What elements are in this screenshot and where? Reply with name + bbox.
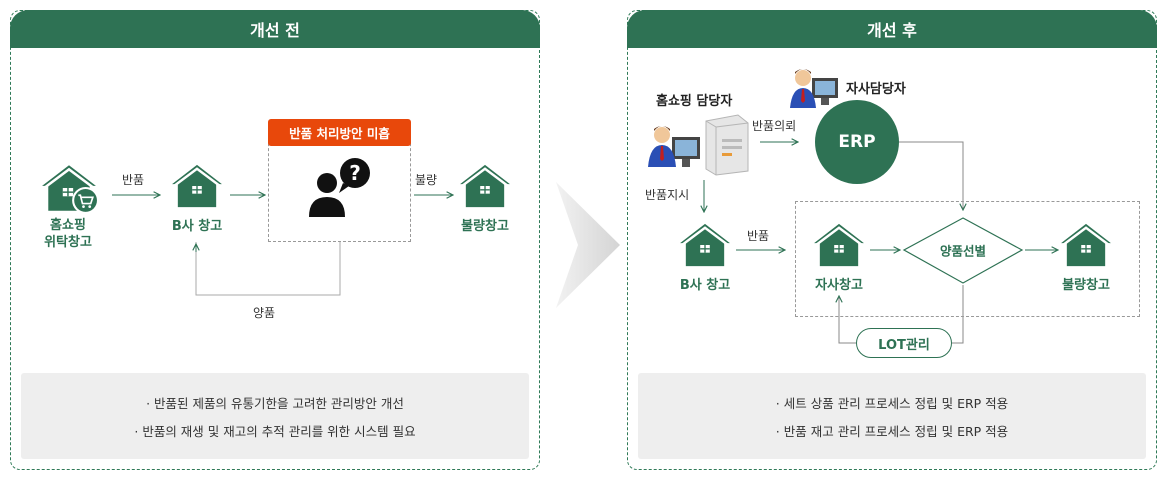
homeshop-warehouse-label: 홈쇼핑 위탁창고: [44, 218, 92, 250]
after-note-2: · 반품 재고 관리 프로세스 정립 및 ERP 적용: [775, 423, 1009, 439]
before-note-2: · 반품의 재생 및 재고의 추적 관리를 위한 시스템 필요: [134, 423, 416, 439]
before-notes: · 반품된 제품의 유통기한을 고려한 관리방안 개선 · 반품의 재생 및 재…: [21, 373, 529, 459]
return-request-label: 반품의뢰: [752, 119, 797, 133]
after-panel-title: 개선 후: [627, 10, 1157, 48]
after-note-1: · 세트 상품 관리 프로세스 정립 및 ERP 적용: [775, 395, 1009, 411]
homeshop-manager-label: 홈쇼핑 담당자: [656, 94, 733, 109]
after-b-warehouse-label: B사 창고: [679, 278, 731, 293]
before-return-label: 반품: [122, 173, 145, 187]
after-return-label: 반품: [747, 229, 770, 243]
after-defect-warehouse-label: 불량창고: [1062, 278, 1110, 293]
issue-badge: 반품 처리방안 미흡: [268, 119, 411, 146]
return-instruction-label: 반품지시: [645, 188, 690, 202]
own-process-box: [795, 201, 1140, 317]
after-notes: · 세트 상품 관리 프로세스 정립 및 ERP 적용 · 반품 재고 관리 프…: [638, 373, 1146, 459]
before-good-label: 양품: [253, 306, 276, 320]
before-b-warehouse-label: B사 창고: [171, 219, 223, 234]
erp-node: ERP: [815, 100, 899, 184]
sorting-node-label: 양품선별: [939, 243, 987, 259]
before-defect-label: 불량: [415, 173, 438, 187]
own-warehouse-icon: [814, 223, 864, 267]
homeshop-warehouse-icon: [42, 165, 98, 213]
transition-arrow-icon: [556, 182, 620, 308]
own-warehouse-label: 자사창고: [815, 278, 863, 293]
after-defect-warehouse-icon: [1061, 223, 1111, 267]
homeshop-manager-icon: [648, 114, 749, 176]
before-defect-warehouse-label: 불량창고: [461, 219, 509, 234]
before-defect-warehouse-icon: [460, 164, 510, 208]
question-person-icon: ?: [309, 158, 370, 217]
own-manager-icon: [790, 69, 838, 108]
b-warehouse-icon: [172, 164, 222, 208]
after-b-warehouse-icon: [680, 223, 730, 267]
svg-text:?: ?: [349, 161, 361, 185]
after-panel: 개선 후 · 세트 상품 관리 프로세스 정립 및 ERP 적용 · 반품 재고…: [627, 10, 1157, 470]
lot-management-node: LOT관리: [856, 328, 952, 358]
before-note-1: · 반품된 제품의 유통기한을 고려한 관리방안 개선: [146, 395, 404, 411]
before-panel-title: 개선 전: [10, 10, 540, 48]
before-panel: 개선 전 · 반품된 제품의 유통기한을 고려한 관리방안 개선 · 반품의 재…: [10, 10, 540, 470]
own-manager-label: 자사담당자: [846, 82, 906, 97]
